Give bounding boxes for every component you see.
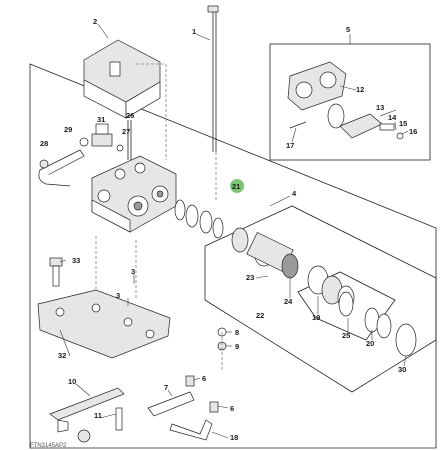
callout-23: 23 bbox=[246, 273, 254, 282]
leader-lines bbox=[59, 23, 409, 439]
callout-3-upper: 3 bbox=[131, 267, 135, 276]
callout-6-lower: 6 bbox=[230, 404, 234, 413]
valve-body bbox=[91, 155, 177, 233]
lever-part-28 bbox=[38, 149, 85, 187]
callout-labels: 1 2 26 31 29 27 28 4 21 5 12 13 14 15 16… bbox=[40, 17, 417, 442]
callout-24: 24 bbox=[284, 297, 293, 306]
mounting-plate-32 bbox=[37, 289, 171, 359]
fitting-parts-27-29-31 bbox=[79, 123, 124, 152]
callout-10: 10 bbox=[68, 377, 76, 386]
o-rings-19-20-30 bbox=[338, 291, 417, 357]
callout-8: 8 bbox=[235, 328, 239, 337]
hose-part-7 bbox=[147, 391, 195, 417]
seal-rings bbox=[174, 199, 224, 239]
callout-31: 31 bbox=[97, 115, 105, 124]
callout-16: 16 bbox=[409, 127, 417, 136]
callout-26: 26 bbox=[126, 111, 134, 120]
gasket-part-12 bbox=[287, 61, 347, 111]
callout-6-upper: 6 bbox=[202, 374, 206, 383]
callout-18: 18 bbox=[230, 433, 238, 442]
inset-parts-13-16 bbox=[289, 103, 404, 140]
callout-25: 25 bbox=[342, 331, 350, 340]
bolt-part-33 bbox=[49, 257, 63, 287]
assembly-frame bbox=[29, 63, 437, 449]
bracket-part-10 bbox=[49, 387, 125, 433]
callout-5: 5 bbox=[346, 25, 350, 34]
long-bolt-part-1 bbox=[207, 5, 219, 152]
figure-code: FTN3145AP2 bbox=[30, 443, 67, 449]
assembly-guide-lines bbox=[95, 63, 223, 370]
callout-29: 29 bbox=[64, 125, 72, 134]
callout-3-lower: 3 bbox=[116, 291, 120, 300]
callout-17: 17 bbox=[286, 141, 294, 150]
callout-21: 21 bbox=[232, 182, 240, 191]
callout-20: 20 bbox=[366, 339, 374, 348]
callout-9: 9 bbox=[235, 342, 239, 351]
callout-13: 13 bbox=[376, 103, 384, 112]
callout-33: 33 bbox=[72, 256, 80, 265]
callout-15: 15 bbox=[399, 119, 407, 128]
callout-19: 19 bbox=[312, 313, 320, 322]
callout-28: 28 bbox=[40, 139, 48, 148]
callout-30: 30 bbox=[398, 365, 406, 374]
fittings-6-8-9 bbox=[185, 327, 227, 413]
callout-22: 22 bbox=[256, 311, 264, 320]
bolt-part-11 bbox=[77, 407, 123, 443]
rod-part-26 bbox=[127, 120, 132, 160]
callout-7: 7 bbox=[164, 383, 168, 392]
callout-1: 1 bbox=[192, 27, 196, 36]
subassembly-box-22 bbox=[204, 205, 437, 393]
callout-11: 11 bbox=[94, 411, 102, 420]
callout-14: 14 bbox=[388, 113, 397, 122]
callout-32: 32 bbox=[58, 351, 66, 360]
hose-part-18 bbox=[169, 419, 213, 441]
bracket-part-2 bbox=[83, 39, 161, 119]
callout-27: 27 bbox=[122, 127, 130, 136]
spool-assembly bbox=[231, 227, 355, 311]
callout-4: 4 bbox=[292, 189, 297, 198]
callout-2: 2 bbox=[93, 17, 97, 26]
callout-21-highlight bbox=[230, 179, 244, 193]
callout-12: 12 bbox=[356, 85, 364, 94]
